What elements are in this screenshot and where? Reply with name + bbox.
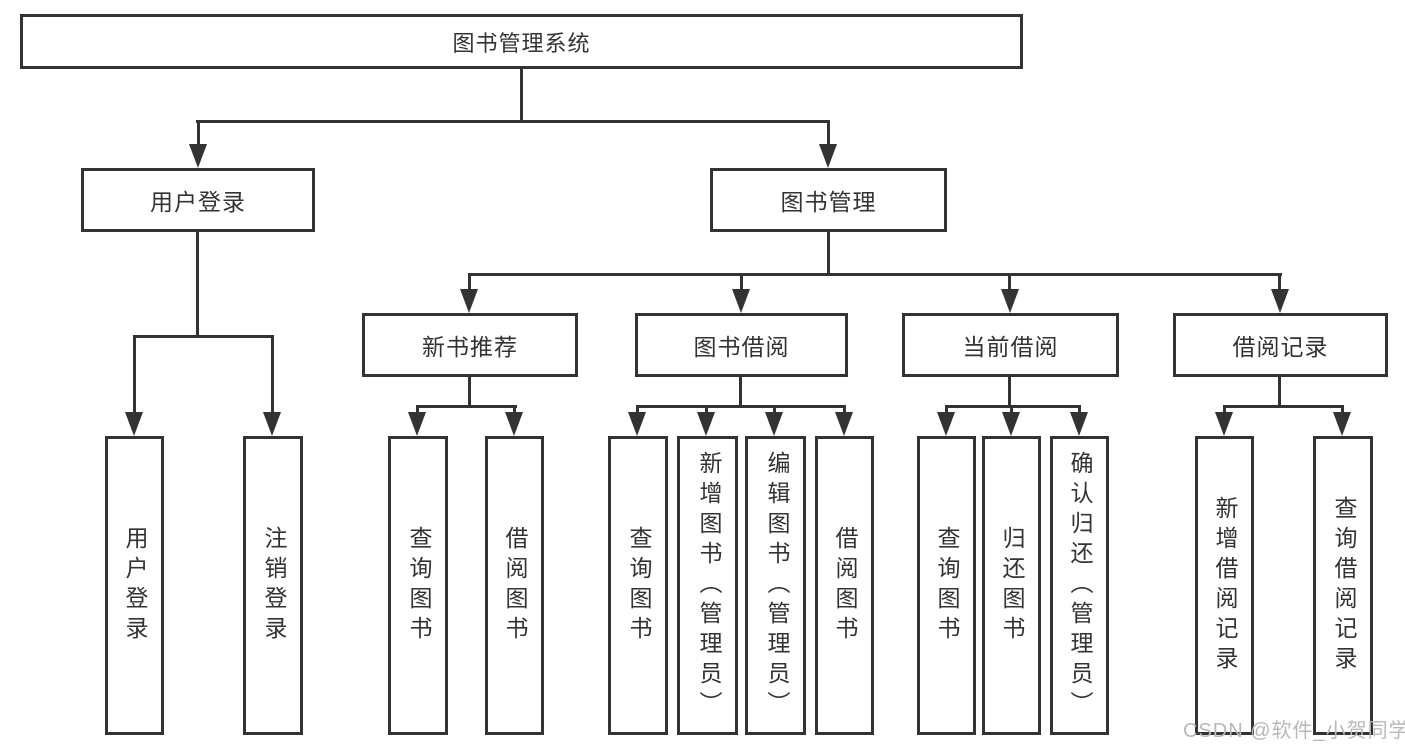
leaf-query-borrow-record: 查询借阅记录 — [1313, 436, 1373, 735]
arrow-down-icon — [819, 144, 837, 168]
arrow-down-icon — [1215, 412, 1233, 436]
arrow-down-icon — [1001, 289, 1019, 313]
arrow-down-icon — [835, 412, 853, 436]
arrow-down-icon — [1002, 412, 1020, 436]
leaf-query-books-2: 查询图书 — [608, 436, 668, 735]
connector-leg — [1008, 273, 1011, 295]
connector-vline — [827, 232, 830, 276]
connector-hline — [416, 405, 517, 408]
arrow-down-icon — [697, 412, 715, 436]
connector-hline — [1223, 405, 1344, 408]
arrow-down-icon — [505, 412, 523, 436]
connector-vline — [1008, 377, 1011, 408]
arrow-down-icon — [937, 412, 955, 436]
leaf-logout-login: 注销登录 — [243, 436, 303, 735]
watermark: CSDN @软件_小贺同学 — [1183, 720, 1405, 742]
leaf-query-books-3: 查询图书 — [917, 436, 976, 735]
connector-leg — [827, 120, 830, 148]
connector-vline — [1278, 377, 1281, 408]
arrow-down-icon — [628, 412, 646, 436]
leaf-edit-books-admin: 编辑图书（管理员） — [745, 436, 806, 735]
connector-leg — [133, 335, 136, 418]
connector-hline — [636, 405, 846, 408]
node-user-login: 用户登录 — [81, 168, 315, 232]
leaf-return-books: 归还图书 — [982, 436, 1041, 735]
arrow-down-icon — [189, 144, 207, 168]
node-book-borrowing: 图书借阅 — [635, 313, 848, 377]
connector-vline — [468, 377, 471, 408]
leaf-add-books-admin: 新增图书（管理员） — [677, 436, 738, 735]
node-library-management-system: 图书管理系统 — [20, 14, 1023, 69]
node-current-borrowing: 当前借阅 — [902, 313, 1119, 377]
connector-leg — [740, 273, 743, 295]
leaf-user-login: 用户登录 — [105, 436, 164, 735]
arrow-down-icon — [732, 289, 750, 313]
connector-hline — [133, 335, 274, 338]
connector-leg — [271, 335, 274, 418]
node-borrowing-records: 借阅记录 — [1173, 313, 1388, 377]
arrow-down-icon — [1070, 412, 1088, 436]
arrow-down-icon — [1271, 289, 1289, 313]
arrow-down-icon — [408, 412, 426, 436]
connector-hline — [468, 273, 1282, 276]
connector-vline — [520, 69, 523, 123]
connector-hline — [196, 120, 830, 123]
arrow-down-icon — [263, 412, 281, 436]
connector-leg — [197, 120, 200, 148]
leaf-borrow-books: 借阅图书 — [485, 436, 544, 735]
arrow-down-icon — [125, 412, 143, 436]
connector-hline — [945, 405, 1081, 408]
arrow-down-icon — [765, 412, 783, 436]
connector-leg — [1278, 273, 1281, 295]
leaf-query-books: 查询图书 — [388, 436, 448, 735]
leaf-add-borrow-record: 新增借阅记录 — [1195, 436, 1254, 735]
leaf-borrow-books-2: 借阅图书 — [815, 436, 874, 735]
node-new-book-recommendation: 新书推荐 — [362, 313, 578, 377]
connector-leg — [468, 273, 471, 295]
arrow-down-icon — [1333, 412, 1351, 436]
arrow-down-icon — [460, 289, 478, 313]
leaf-confirm-return-admin: 确认归还（管理员） — [1050, 436, 1109, 735]
connector-vline — [196, 232, 199, 337]
node-book-management: 图书管理 — [710, 168, 947, 232]
connector-vline — [739, 377, 742, 408]
